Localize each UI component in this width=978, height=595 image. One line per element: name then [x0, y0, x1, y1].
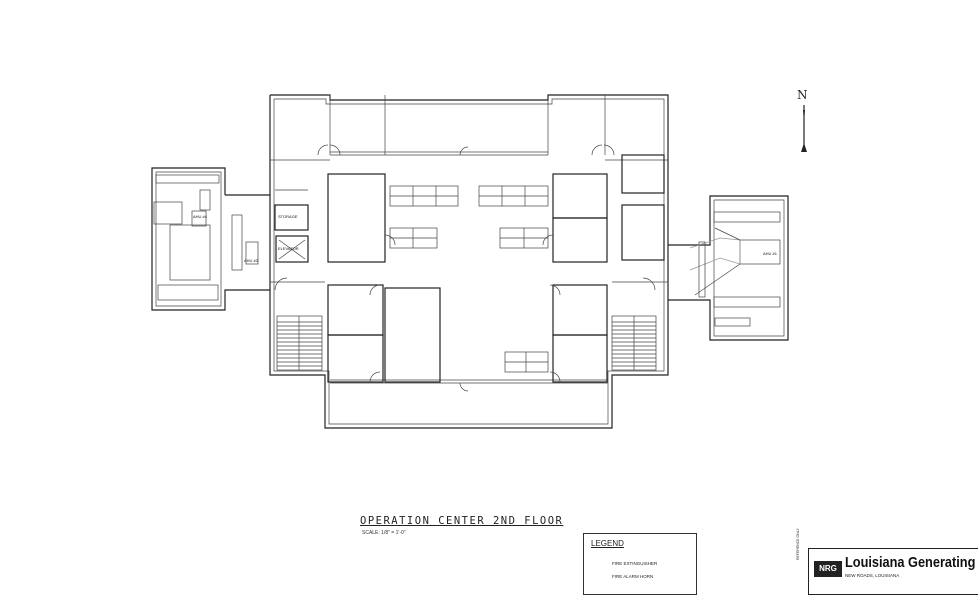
room-label-ahu-3: AHU #3 — [244, 258, 259, 263]
right-mechanical-annex — [668, 195, 789, 341]
legend-item-fire-extinguisher: FIRE EXTINGUISHER — [612, 561, 658, 566]
side-note: REFERENCE ONLY — [796, 528, 800, 560]
company-location: NEW ROADS, LOUISIANA — [845, 573, 900, 578]
main-building-walls — [269, 94, 669, 429]
room-label-storage: STORAGE — [278, 214, 298, 219]
legend-item-fire-alarm-horn: FIRE ALARM HORN — [612, 574, 654, 579]
room-label-elevator: ELEVATOR — [278, 246, 299, 251]
legend-title: LEGEND — [591, 539, 624, 548]
company-logo: NRG — [814, 561, 842, 577]
title-block: NRG Louisiana Generating LLC NEW ROADS, … — [808, 548, 978, 595]
company-name: Louisiana Generating LLC — [845, 554, 978, 571]
drawing-title: OPERATION CENTER 2ND FLOOR — [360, 515, 564, 527]
left-mechanical-annex — [151, 167, 270, 311]
stairs — [276, 315, 657, 371]
room-label-ahu-4: AHU #4 — [193, 214, 208, 219]
room-label-ahu-right: AHU #1 — [763, 251, 778, 256]
north-label: N — [797, 88, 808, 102]
drawing-scale: SCALE: 1/8" = 1'-0" — [362, 530, 406, 536]
workstations — [389, 185, 549, 373]
doors — [274, 144, 656, 392]
interior-rooms — [274, 154, 665, 383]
legend-box: LEGEND FIRE EXTINGUISHER FIRE ALARM HORN — [583, 533, 697, 595]
north-arrow — [801, 105, 807, 152]
